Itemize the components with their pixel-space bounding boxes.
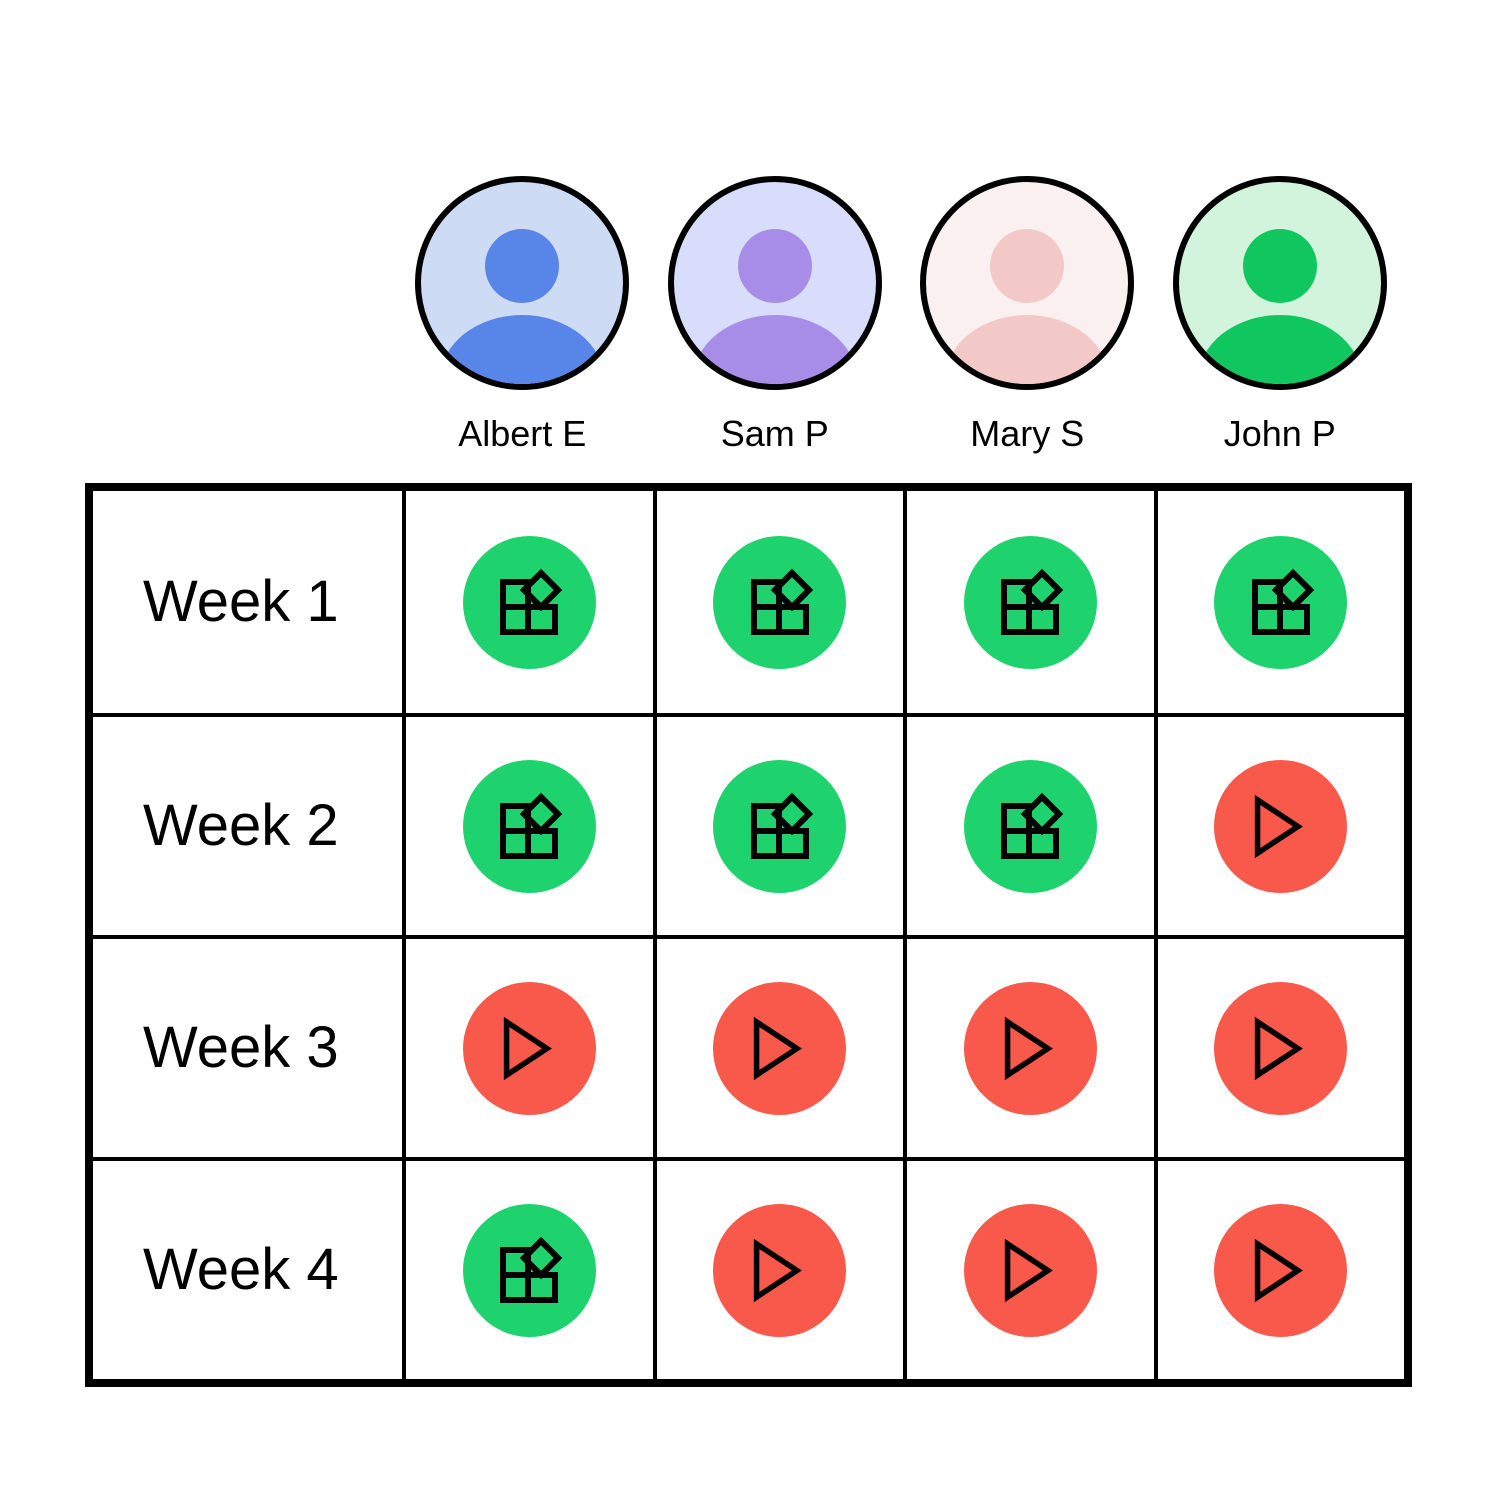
blocks-status-circle bbox=[462, 1203, 596, 1337]
blocks-status-circle bbox=[1214, 535, 1348, 669]
play-icon bbox=[503, 1016, 552, 1080]
week-row: Week 3 bbox=[93, 935, 1404, 1157]
schedule-table: Week 1 Week 2 bbox=[85, 483, 1412, 1387]
play-icon bbox=[1004, 1238, 1053, 1302]
week-row: Week 4 bbox=[93, 1157, 1404, 1379]
status-cell bbox=[652, 717, 904, 935]
status-cell bbox=[903, 1161, 1154, 1379]
week-label: Week 4 bbox=[143, 1237, 339, 1302]
avatar bbox=[920, 176, 1135, 390]
play-icon bbox=[1255, 1238, 1304, 1302]
status-cell bbox=[903, 717, 1154, 935]
avatar bbox=[667, 176, 882, 390]
avatar bbox=[1172, 176, 1387, 390]
blocks-status-circle bbox=[713, 759, 847, 893]
play-status-circle bbox=[963, 1203, 1097, 1337]
avatars-row: Albert E Sam P Mary S John P bbox=[396, 176, 1406, 452]
week-row: Week 1 bbox=[93, 491, 1404, 713]
blocks-icon bbox=[750, 792, 813, 859]
week-label: Week 1 bbox=[143, 569, 339, 634]
blocks-icon bbox=[1251, 568, 1314, 635]
blocks-status-circle bbox=[963, 759, 1097, 893]
status-cell bbox=[1153, 1161, 1405, 1379]
person-name: John P bbox=[1223, 413, 1336, 454]
avatar-head bbox=[485, 229, 560, 303]
blocks-status-circle bbox=[713, 535, 847, 669]
avatar-head bbox=[737, 229, 812, 303]
avatar-body bbox=[440, 315, 605, 384]
blocks-status-circle bbox=[462, 535, 596, 669]
status-cell bbox=[1153, 491, 1405, 713]
person-mary-s: Mary S bbox=[920, 176, 1135, 454]
status-cell bbox=[903, 491, 1154, 713]
status-cell bbox=[903, 939, 1154, 1157]
week-label: Week 3 bbox=[143, 1015, 339, 1080]
person-albert-e: Albert E bbox=[415, 176, 630, 454]
status-cell bbox=[402, 939, 653, 1157]
blocks-status-circle bbox=[462, 759, 596, 893]
play-status-circle bbox=[963, 981, 1097, 1115]
week-label: Week 2 bbox=[143, 793, 339, 858]
person-name: Albert E bbox=[458, 413, 587, 454]
play-status-circle bbox=[1214, 759, 1348, 893]
status-cell bbox=[402, 717, 653, 935]
blocks-icon bbox=[1001, 792, 1064, 859]
week-label-cell: Week 4 bbox=[93, 1161, 402, 1379]
blocks-icon bbox=[500, 792, 563, 859]
play-icon bbox=[1255, 794, 1304, 858]
avatar-head bbox=[990, 229, 1065, 303]
blocks-icon bbox=[1001, 568, 1064, 635]
week-label-cell: Week 1 bbox=[93, 491, 402, 713]
status-cell bbox=[402, 1161, 653, 1379]
play-status-circle bbox=[462, 981, 596, 1115]
person-sam-p: Sam P bbox=[667, 176, 882, 454]
status-cell bbox=[402, 491, 653, 713]
avatar-head bbox=[1242, 229, 1317, 303]
play-icon bbox=[754, 1238, 803, 1302]
play-icon bbox=[754, 1016, 803, 1080]
blocks-icon bbox=[750, 568, 813, 635]
avatar-body bbox=[692, 315, 857, 384]
person-name: Sam P bbox=[720, 413, 829, 454]
play-status-circle bbox=[713, 981, 847, 1115]
person-john-p: John P bbox=[1172, 176, 1387, 454]
status-cell bbox=[1153, 939, 1405, 1157]
blocks-icon bbox=[500, 1236, 563, 1303]
status-cell bbox=[1153, 717, 1405, 935]
status-cell bbox=[652, 1161, 904, 1379]
person-name: Mary S bbox=[970, 413, 1085, 454]
play-status-circle bbox=[713, 1203, 847, 1337]
blocks-status-circle bbox=[963, 535, 1097, 669]
avatar-body bbox=[1197, 315, 1362, 384]
play-icon bbox=[1255, 1016, 1304, 1080]
avatar bbox=[415, 176, 630, 390]
avatar-body bbox=[945, 315, 1110, 384]
week-label-cell: Week 3 bbox=[93, 939, 402, 1157]
play-icon bbox=[1004, 1016, 1053, 1080]
blocks-icon bbox=[500, 568, 563, 635]
status-cell bbox=[652, 491, 904, 713]
week-label-cell: Week 2 bbox=[93, 717, 402, 935]
status-cell bbox=[652, 939, 904, 1157]
play-status-circle bbox=[1214, 981, 1348, 1115]
play-status-circle bbox=[1214, 1203, 1348, 1337]
week-row: Week 2 bbox=[93, 713, 1404, 935]
